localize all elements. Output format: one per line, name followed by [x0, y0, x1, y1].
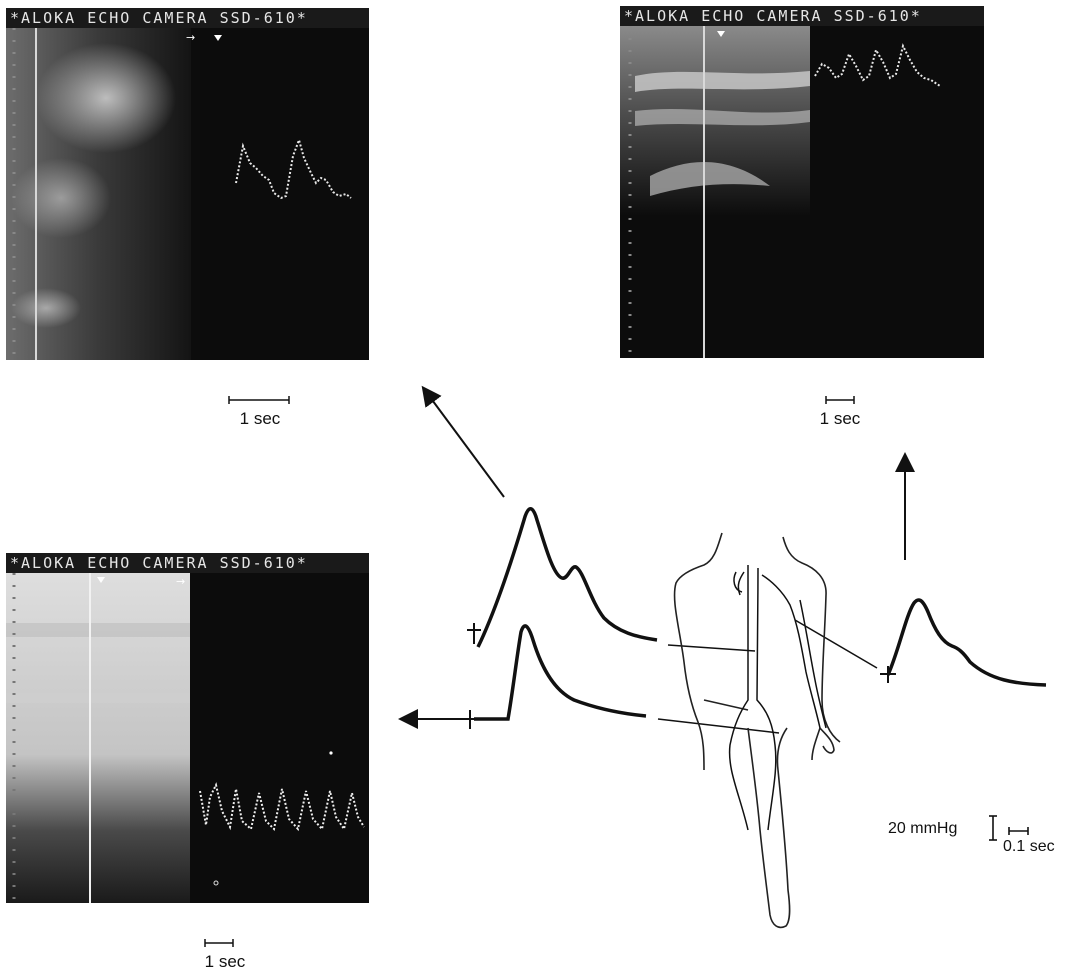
pointer-line	[658, 719, 779, 733]
time-scale-bar	[1006, 826, 1032, 836]
pressure-waveform-upper	[478, 509, 657, 647]
pointer-line	[795, 620, 877, 668]
pressure-waveform-right	[888, 600, 1046, 685]
pressure-scale-bracket	[989, 815, 997, 841]
arrow-icon	[424, 389, 504, 497]
pressure-scale-label: 20 mmHg	[888, 820, 957, 838]
artery-tree-icon	[730, 565, 826, 830]
pressure-waveform-lower	[474, 626, 646, 719]
time-scale-label: 0.1 sec	[1003, 838, 1055, 856]
